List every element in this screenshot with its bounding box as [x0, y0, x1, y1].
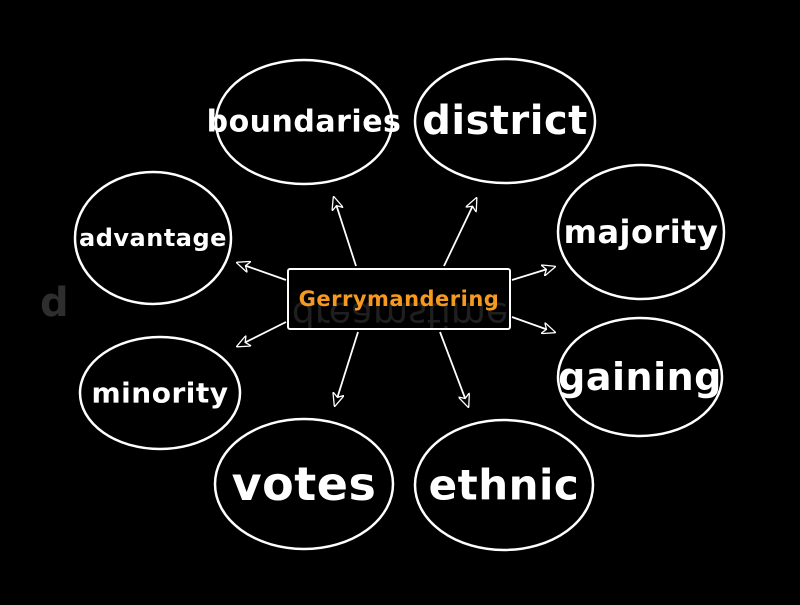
arrow-to-ethnic — [439, 331, 468, 406]
bubble-majority — [556, 163, 726, 301]
bubble-boundaries — [214, 58, 394, 186]
bubble-votes — [213, 417, 395, 551]
node-label-boundaries: boundaries — [206, 104, 402, 140]
watermark-left: d — [40, 280, 69, 326]
node-label-gaining: gaining — [558, 355, 722, 399]
node-label-minority: minority — [91, 376, 229, 410]
bubble-ethnic — [413, 418, 595, 552]
arrow-to-boundaries — [334, 198, 357, 267]
arrow-to-majority — [511, 267, 554, 281]
bubble-advantage — [73, 170, 233, 306]
arrow-to-votes — [335, 331, 359, 405]
center-topic-box: Gerrymandering — [287, 268, 511, 330]
node-label-district: district — [422, 98, 588, 144]
arrow-to-district — [443, 199, 476, 267]
node-label-majority: majority — [563, 213, 719, 251]
bubble-gaining — [556, 316, 724, 438]
arrow-to-minority — [238, 321, 287, 346]
node-label-votes: votes — [231, 457, 377, 511]
center-topic-label: Gerrymandering — [298, 287, 500, 311]
bubble-district — [413, 57, 597, 185]
arrow-to-gaining — [511, 316, 554, 332]
arrow-to-advantage — [238, 263, 287, 281]
bubble-minority — [78, 335, 242, 451]
node-label-advantage: advantage — [79, 224, 227, 252]
node-label-ethnic: ethnic — [428, 460, 580, 510]
